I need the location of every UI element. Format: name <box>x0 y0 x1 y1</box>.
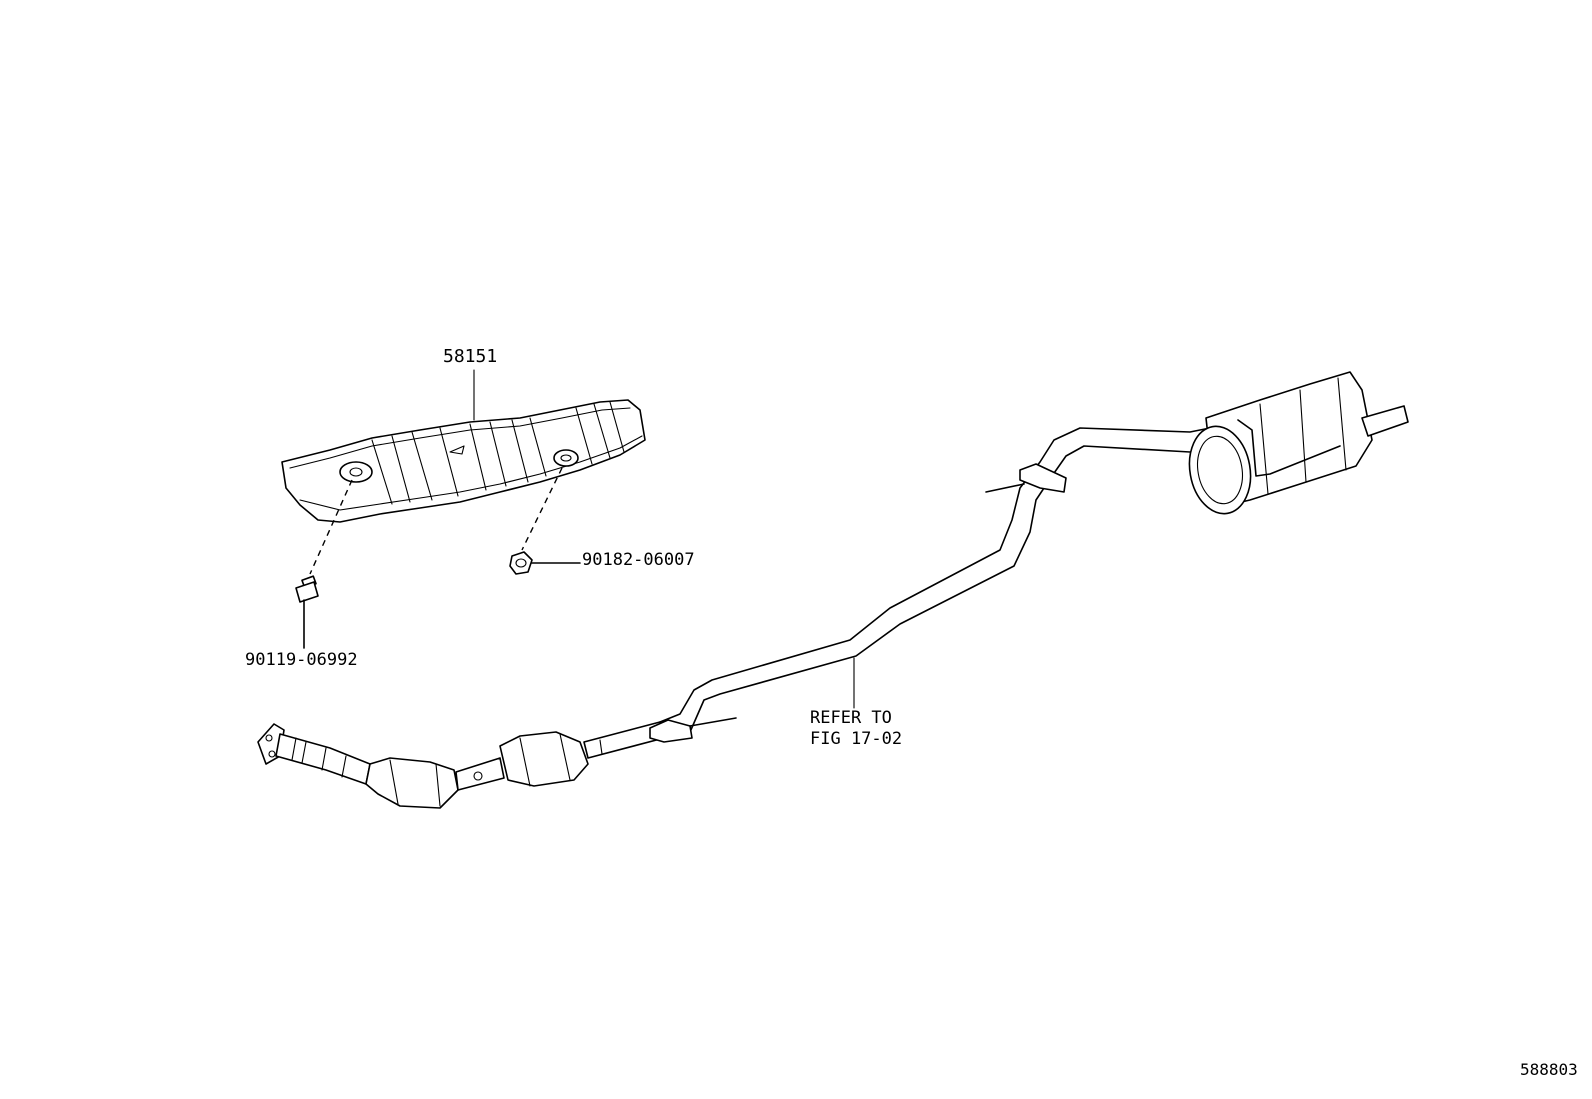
nut-part[interactable] <box>509 551 581 575</box>
bolt-part[interactable] <box>295 575 319 649</box>
refer-to-line2[interactable]: FIG 17-02 <box>810 729 903 749</box>
refer-to-line1[interactable]: REFER TO <box>810 708 892 728</box>
part-label-58151[interactable]: 58151 <box>443 346 498 367</box>
part-label-90182-06007[interactable]: 90182-06007 <box>582 550 695 570</box>
figure-id: 588803 <box>1520 1060 1578 1079</box>
rear-muffler[interactable] <box>1183 371 1409 519</box>
part-label-90119-06992[interactable]: 90119-06992 <box>245 650 358 670</box>
center-exhaust-pipe[interactable] <box>649 427 1213 743</box>
dashed-guide-nut <box>521 467 563 551</box>
front-exhaust-pipe[interactable] <box>257 721 665 809</box>
heat-insulator-shield[interactable] <box>281 399 646 523</box>
